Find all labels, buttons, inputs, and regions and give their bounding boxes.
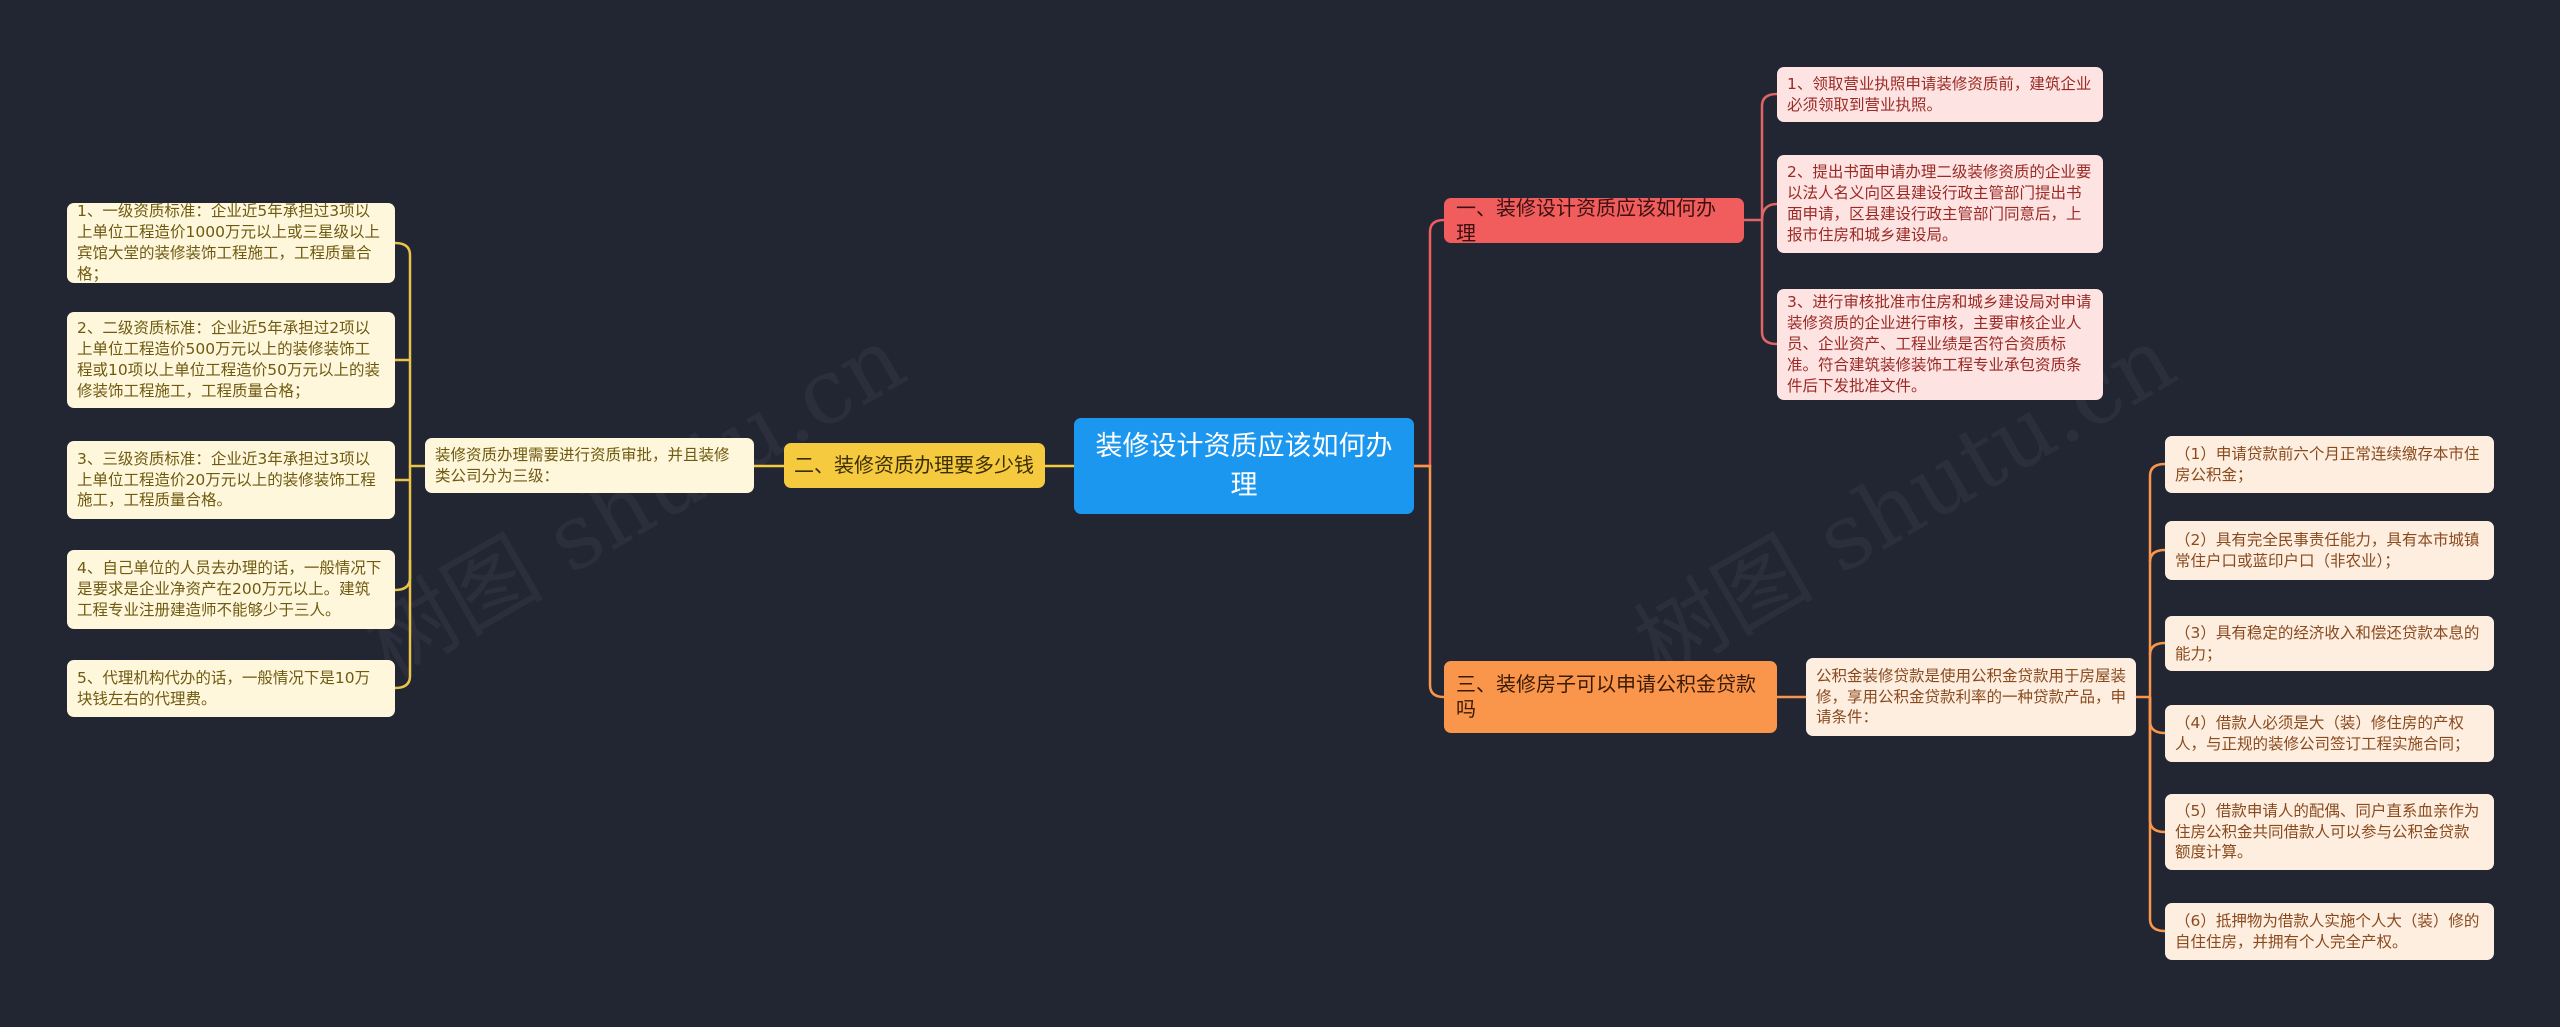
leaf-text: （1）申请贷款前六个月正常连续缴存本市住房公积金；: [2175, 444, 2480, 484]
leaf[interactable]: 5、代理机构代办的话，一般情况下是10万块钱左右的代理费。: [67, 660, 395, 717]
leaf[interactable]: 2、二级资质标准：企业近5年承担过2项以上单位工程造价500万元以上的装修装饰工…: [67, 312, 395, 408]
branch-2-label: 二、装修资质办理要多少钱: [794, 453, 1034, 477]
leaf-text: 1、领取营业执照申请装修资质前，建筑企业必须领取到营业执照。: [1787, 74, 2092, 114]
leaf-text: （3）具有稳定的经济收入和偿还贷款本息的能力；: [2175, 623, 2480, 663]
leaf-text: （6）抵押物为借款人实施个人大（装）修的自住住房，并拥有个人完全产权。: [2175, 911, 2480, 951]
leaf-text: 3、进行审核批准市住房和城乡建设局对申请装修资质的企业进行审核，主要审核企业人员…: [1787, 293, 2092, 395]
leaf-text: （4）借款人必须是大（装）修住房的产权人，与正规的装修公司签订工程实施合同；: [2175, 713, 2470, 753]
leaf-text: 4、自己单位的人员去办理的话，一般情况下是要求是企业净资产在200万元以上。建筑…: [77, 559, 382, 619]
branch-2[interactable]: 二、装修资质办理要多少钱: [784, 443, 1045, 488]
leaf-text: 2、提出书面申请办理二级装修资质的企业要以法人名义向区县建设行政主管部门提出书面…: [1787, 163, 2092, 244]
leaf-text: 2、二级资质标准：企业近5年承担过2项以上单位工程造价500万元以上的装修装饰工…: [77, 319, 380, 400]
leaf[interactable]: （4）借款人必须是大（装）修住房的产权人，与正规的装修公司签订工程实施合同；: [2165, 705, 2494, 762]
leaf[interactable]: 3、三级资质标准：企业近3年承担过3项以上单位工程造价20万元以上的装修装饰工程…: [67, 441, 395, 519]
leaf[interactable]: （2）具有完全民事责任能力，具有本市城镇常住户口或蓝印户口（非农业）；: [2165, 521, 2494, 580]
leaf-text: 1、一级资质标准：企业近5年承担过3项以上单位工程造价1000万元以上或三星级以…: [77, 202, 380, 283]
leaf-text: 3、三级资质标准：企业近3年承担过3项以上单位工程造价20万元以上的装修装饰工程…: [77, 449, 376, 510]
leaf[interactable]: 3、进行审核批准市住房和城乡建设局对申请装修资质的企业进行审核，主要审核企业人员…: [1777, 289, 2103, 400]
leaf[interactable]: （3）具有稳定的经济收入和偿还贷款本息的能力；: [2165, 616, 2494, 671]
leaf-text: （5）借款申请人的配偶、同户直系血亲作为住房公积金共同借款人可以参与公积金贷款额…: [2175, 801, 2480, 862]
leaf[interactable]: 2、提出书面申请办理二级装修资质的企业要以法人名义向区县建设行政主管部门提出书面…: [1777, 155, 2103, 253]
leaf[interactable]: （5）借款申请人的配偶、同户直系血亲作为住房公积金共同借款人可以参与公积金贷款额…: [2165, 794, 2494, 870]
leaf[interactable]: 1、领取营业执照申请装修资质前，建筑企业必须领取到营业执照。: [1777, 67, 2103, 122]
leaf-text: （2）具有完全民事责任能力，具有本市城镇常住户口或蓝印户口（非农业）；: [2175, 530, 2480, 570]
branch-1[interactable]: 一、装修设计资质应该如何办理: [1444, 195, 1744, 245]
leaf[interactable]: （1）申请贷款前六个月正常连续缴存本市住房公积金；: [2165, 436, 2494, 493]
branch-2-intro[interactable]: 装修资质办理需要进行资质审批，并且装修类公司分为三级：: [425, 438, 754, 493]
root-title: 装修设计资质应该如何办理: [1095, 430, 1393, 501]
leaf-text: 5、代理机构代办的话，一般情况下是10万块钱左右的代理费。: [77, 668, 371, 708]
leaf-text: 公积金装修贷款是使用公积金贷款用于房屋装修，享用公积金贷款利率的一种贷款产品，申…: [1816, 666, 2127, 727]
root-topic[interactable]: 装修设计资质应该如何办理: [1074, 418, 1414, 514]
branch-3-intro[interactable]: 公积金装修贷款是使用公积金贷款用于房屋装修，享用公积金贷款利率的一种贷款产品，申…: [1806, 658, 2136, 736]
branch-3[interactable]: 三、装修房子可以申请公积金贷款吗: [1444, 661, 1777, 733]
leaf[interactable]: （6）抵押物为借款人实施个人大（装）修的自住住房，并拥有个人完全产权。: [2165, 903, 2494, 960]
leaf-text: 装修资质办理需要进行资质审批，并且装修类公司分为三级：: [435, 445, 730, 485]
leaf[interactable]: 1、一级资质标准：企业近5年承担过3项以上单位工程造价1000万元以上或三星级以…: [67, 202, 395, 283]
branch-1-label: 一、装修设计资质应该如何办理: [1456, 195, 1716, 245]
leaf[interactable]: 4、自己单位的人员去办理的话，一般情况下是要求是企业净资产在200万元以上。建筑…: [67, 550, 395, 629]
branch-3-label: 三、装修房子可以申请公积金贷款吗: [1456, 672, 1756, 721]
